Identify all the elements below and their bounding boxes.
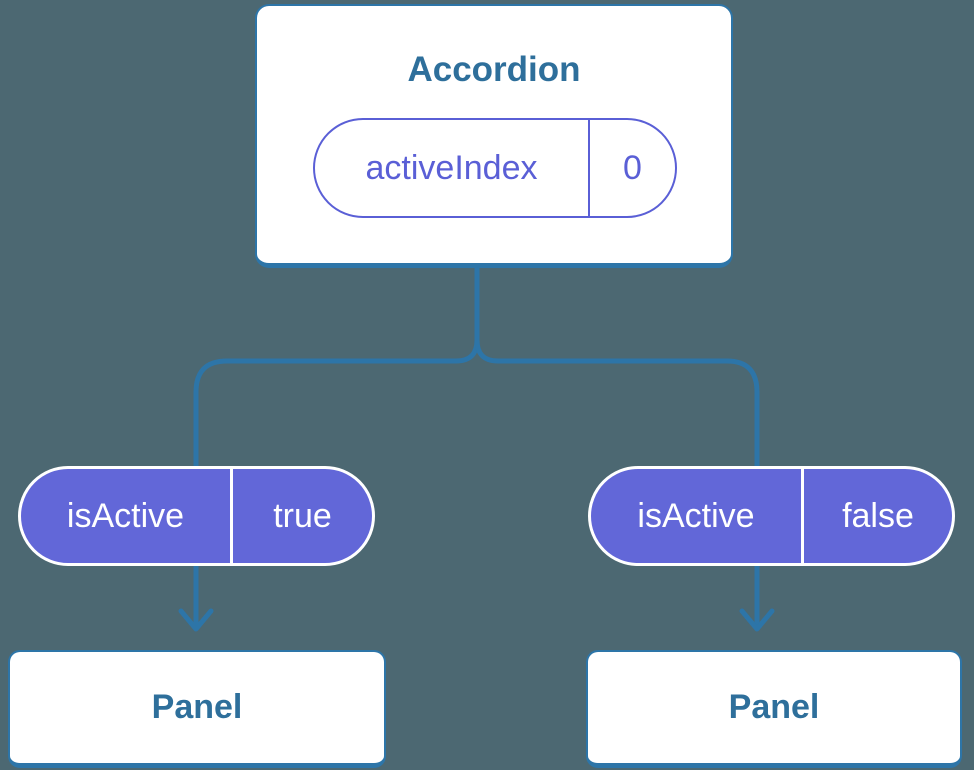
prop-name-label: isActive <box>21 469 233 563</box>
state-pill-activeindex: activeIndex 0 <box>313 118 677 218</box>
prop-value-label: false <box>842 496 914 535</box>
state-name-label: activeIndex <box>315 120 590 216</box>
connector-branch-right <box>474 263 760 629</box>
panel-component-card: Panel <box>586 650 962 768</box>
arrow-down-icon <box>178 608 214 632</box>
state-value-label: 0 <box>623 148 642 187</box>
prop-pill-isactive-true: isActive true <box>18 466 375 566</box>
connector-branch-left <box>193 263 480 629</box>
component-title: Panel <box>728 688 820 726</box>
component-title: Panel <box>151 688 243 726</box>
component-title: Accordion <box>407 50 581 89</box>
prop-value-label: true <box>273 496 332 535</box>
panel-component-card: Panel <box>8 650 386 768</box>
prop-pill-isactive-false: isActive false <box>588 466 955 566</box>
arrow-down-icon <box>739 608 775 632</box>
prop-name-label: isActive <box>591 469 804 563</box>
